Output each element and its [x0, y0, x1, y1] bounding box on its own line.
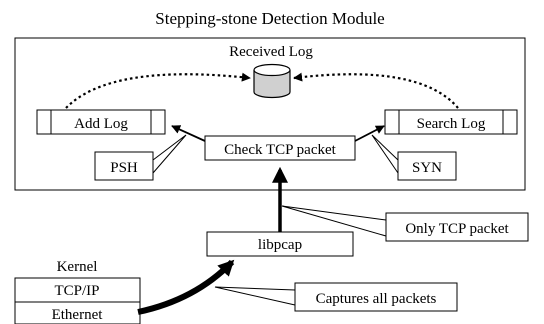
only-tcp-box: [385, 212, 529, 242]
check-to-search-arrow: [354, 125, 385, 142]
search-log-to-db-arc: [293, 72, 459, 109]
kernel-layer-tcpip-label: TCP/IP: [54, 283, 99, 299]
check-tcp-label: Check TCP packet: [224, 142, 336, 158]
psh-callout-lines: [152, 134, 187, 174]
only-tcp-callout-lines: [281, 205, 387, 237]
psh-box: [94, 151, 154, 181]
kernel-label: Kernel: [57, 259, 98, 275]
kernel-layer-tcpip: [14, 277, 141, 303]
captures-all-label: Captures all packets: [316, 291, 437, 307]
only-tcp-label: Only TCP packet: [405, 221, 509, 237]
add-log-label: Add Log: [74, 116, 128, 132]
syn-callout-lines: [371, 134, 399, 174]
kernel-layer-ethernet-label: Ethernet: [52, 307, 104, 323]
module-frame: [14, 37, 526, 191]
database-icon: [253, 63, 291, 99]
received-log-label: Received Log: [229, 44, 313, 60]
psh-label: PSH: [110, 160, 138, 176]
captures-all-box: [294, 282, 458, 312]
check-to-add-arrow: [171, 125, 206, 142]
search-log-box: [384, 109, 518, 135]
captures-all-callout-lines: [214, 286, 296, 306]
add-log-to-db-arc: [65, 72, 251, 109]
libpcap-label: libpcap: [258, 237, 302, 253]
syn-label: SYN: [412, 160, 442, 176]
search-log-label: Search Log: [417, 116, 486, 132]
diagram-title: Stepping-stone Detection Module: [155, 9, 384, 28]
libpcap-box: [206, 231, 354, 257]
check-tcp-box: [204, 135, 356, 161]
add-log-box: [36, 109, 166, 135]
ethernet-to-libpcap-arrow: [137, 259, 235, 315]
syn-box: [397, 151, 457, 181]
